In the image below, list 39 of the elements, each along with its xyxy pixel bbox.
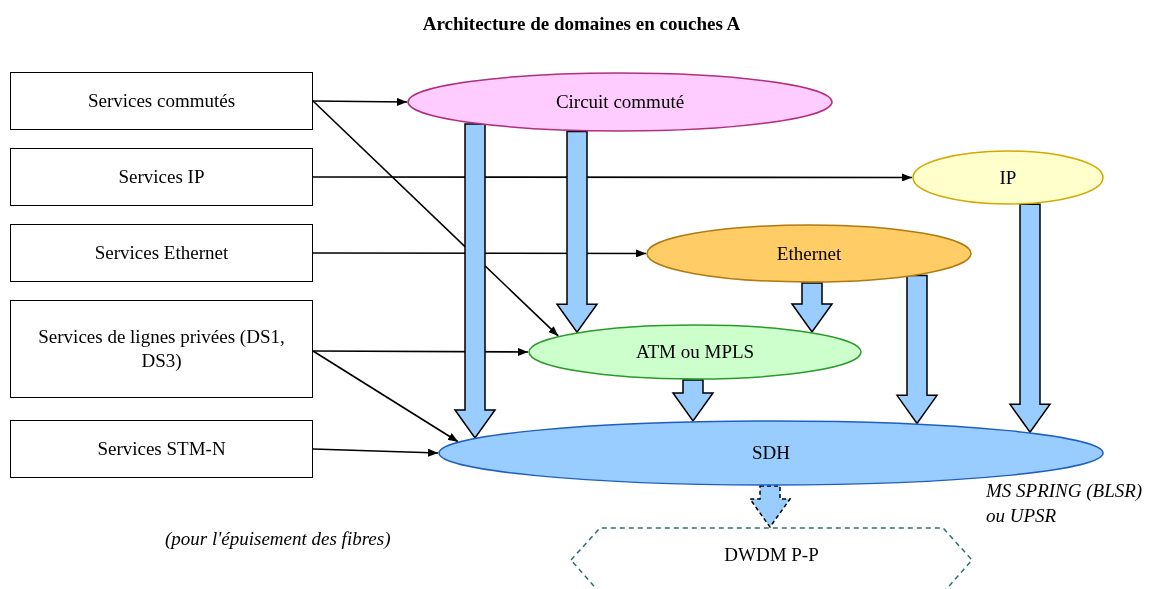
layer-ellipse — [438, 420, 1104, 486]
service-box — [10, 300, 313, 398]
block-arrow — [895, 274, 939, 425]
node-label: Services de lignes privées (DS1, DS3) — [37, 325, 286, 373]
block-arrow — [790, 282, 834, 334]
node-label: Services commutés — [87, 89, 236, 113]
layer-ellipse — [646, 224, 972, 283]
arrow — [312, 249, 647, 258]
node-label: Services Ethernet — [94, 241, 229, 265]
arrow — [312, 100, 559, 337]
dashed-hexagon — [570, 527, 973, 589]
arrow — [312, 347, 529, 356]
service-box — [10, 72, 313, 130]
note-text: MS SPRING (BLSR) ou UPSR — [986, 479, 1144, 528]
node-label: IP — [999, 165, 1017, 190]
node-label: Circuit commuté — [555, 90, 685, 114]
node-label: ATM ou MPLS — [635, 340, 755, 364]
node-label: Services IP — [118, 165, 205, 189]
arrow — [312, 173, 913, 182]
block-arrow — [555, 130, 599, 334]
node-label: Ethernet — [776, 241, 842, 266]
service-box — [10, 224, 313, 282]
layer-ellipse — [912, 150, 1104, 205]
service-box — [10, 148, 313, 206]
layer-ellipse — [528, 324, 862, 380]
node-label: Services STM-N — [97, 437, 226, 461]
note-text: (pour l'épuisement des fibres) — [165, 527, 391, 551]
service-box — [10, 420, 313, 478]
block-arrow — [1008, 203, 1052, 434]
block-arrow — [671, 379, 715, 423]
node-label: SDH — [752, 441, 790, 465]
arrow — [312, 448, 439, 457]
block-arrow — [453, 123, 497, 440]
diagram-title: Architecture de domaines en couches A — [421, 12, 742, 36]
layer-ellipse — [407, 72, 833, 132]
node-label: DWDM P-P — [724, 543, 819, 567]
block-arrow — [748, 485, 792, 529]
arrow — [312, 350, 459, 443]
arrow — [312, 97, 408, 106]
